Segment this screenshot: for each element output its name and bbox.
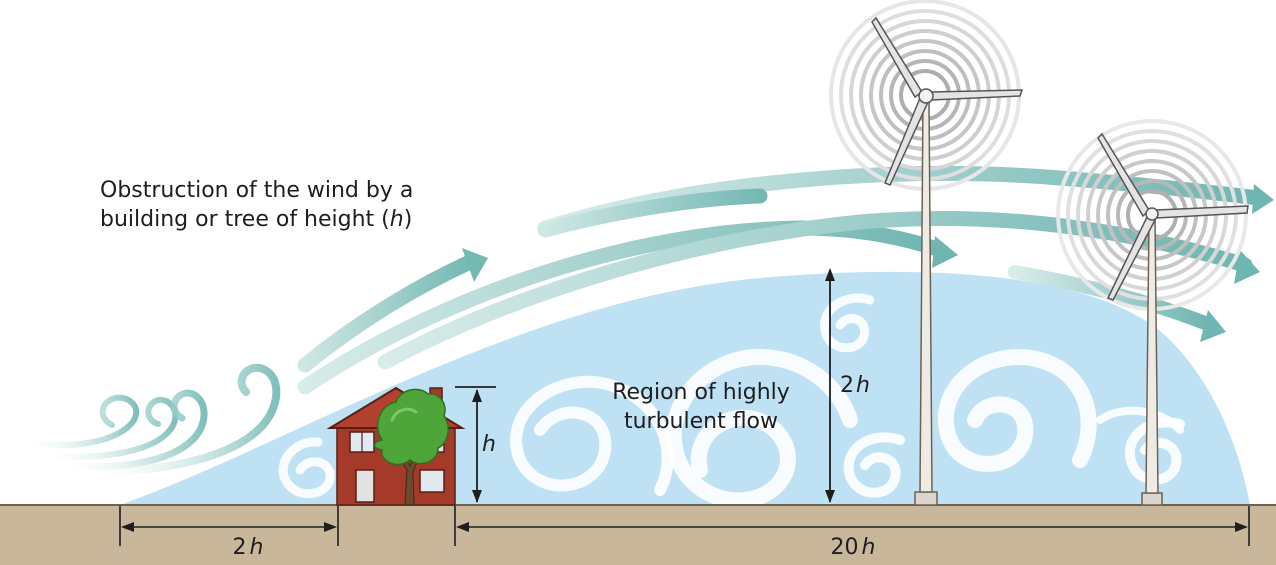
- arrowhead: [121, 522, 134, 532]
- wind-arrow-head: [1200, 310, 1226, 342]
- wind-arrow-head: [932, 236, 958, 268]
- turbulence-height-label: 2h: [840, 373, 870, 398]
- caption-line-2: building or tree of height (h): [100, 207, 412, 232]
- arrowhead: [825, 268, 835, 281]
- swirl: [510, 375, 674, 496]
- wind-arrow-right: [1008, 265, 1217, 332]
- turbine-blade: [871, 16, 924, 99]
- wind-arrow-head: [1252, 184, 1274, 214]
- swirl: [820, 293, 875, 353]
- wind-turbine-small: [1097, 132, 1249, 506]
- wind-arrow-long-1: [297, 220, 948, 395]
- caption-height-var: h: [390, 207, 404, 232]
- arrowhead: [456, 522, 469, 532]
- downstream-distance-num: 20: [831, 535, 859, 560]
- region-label-line-2: turbulent flow: [624, 409, 778, 434]
- swirl: [278, 437, 335, 499]
- tree: [373, 388, 450, 506]
- wind-arrow-lower-left: [297, 254, 478, 373]
- turbulence-swirls: [278, 293, 1185, 509]
- caption-line-2-prefix: building or tree of height (: [100, 207, 390, 232]
- region-label-line-1: Region of highly: [612, 380, 790, 405]
- wind-arrow-long-2: [377, 211, 1253, 370]
- tree-canopy-highlight: [390, 407, 418, 422]
- turbulence-height-dimension: [825, 268, 835, 503]
- house-height-label: h: [482, 432, 496, 457]
- wind-arrow-head: [1234, 250, 1260, 284]
- house-door: [355, 469, 375, 503]
- turbine-blade: [1097, 132, 1150, 218]
- caption-line-2-suffix: ): [404, 207, 413, 232]
- incoming-wind-gusts: [17, 363, 281, 475]
- turbine-hub: [918, 88, 934, 104]
- arrowhead: [472, 389, 482, 402]
- swirl: [937, 349, 1097, 472]
- ground: [0, 505, 1276, 565]
- turbine-base: [914, 491, 938, 506]
- gust-curl: [37, 396, 179, 460]
- gust-curl: [17, 394, 140, 448]
- house-window: [419, 469, 445, 493]
- wind-arrow-mid-short: [537, 188, 768, 238]
- wind-arrows: [297, 166, 1274, 395]
- wind-arrow-head: [462, 248, 488, 282]
- arrowhead: [324, 522, 337, 532]
- arrowhead: [472, 490, 482, 503]
- wind-turbine-large: [871, 16, 1024, 506]
- turbine-base: [1141, 492, 1163, 506]
- arrowhead: [1235, 522, 1248, 532]
- upstream-distance-num: 2: [233, 535, 247, 560]
- upstream-distance-var: h: [250, 535, 264, 560]
- turbine-tower: [1145, 217, 1159, 494]
- arrowhead: [825, 490, 835, 503]
- swirl: [843, 432, 905, 498]
- swirl: [666, 349, 858, 509]
- tree-canopy: [373, 388, 450, 466]
- gust-curl: [56, 389, 208, 471]
- house-height-dimension: [455, 386, 496, 503]
- swirl: [1096, 406, 1184, 434]
- turbulence-height-num: 2: [840, 373, 854, 398]
- gust-curl: [76, 363, 281, 475]
- turbine-hub: [1145, 207, 1159, 221]
- upstream-distance-dimension: [119, 506, 339, 546]
- turbulence-height-var: h: [856, 373, 870, 398]
- caption-line-1: Obstruction of the wind by a: [100, 178, 413, 203]
- downstream-distance-var: h: [862, 535, 876, 560]
- downstream-distance-dimension: [454, 506, 1250, 546]
